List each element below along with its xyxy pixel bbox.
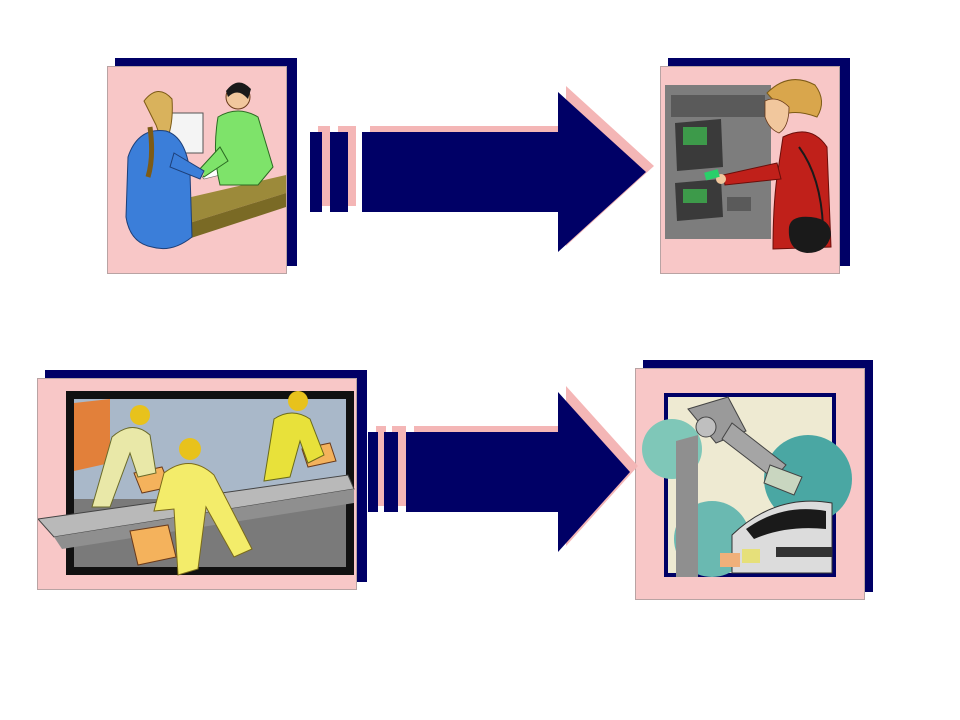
robotics-panel-face [635, 368, 865, 600]
warehouse-workers-icon [38, 391, 355, 576]
atm-panel-face [660, 66, 840, 274]
atm-panel [660, 58, 850, 276]
atm-user-icon [665, 79, 832, 253]
right-arrow-icon [368, 392, 630, 552]
bottom-transition-arrow [368, 386, 638, 552]
robot-arm-assembly-icon [642, 393, 852, 577]
bank-teller-icon [125, 82, 286, 250]
manual-labor-panel-face [37, 378, 357, 590]
teller-panel [107, 58, 297, 276]
manual-labor-panel [37, 370, 367, 592]
robotics-panel [635, 360, 873, 602]
top-transition-arrow [310, 86, 654, 252]
teller-panel-face [107, 66, 287, 274]
right-arrow-icon [310, 92, 646, 252]
